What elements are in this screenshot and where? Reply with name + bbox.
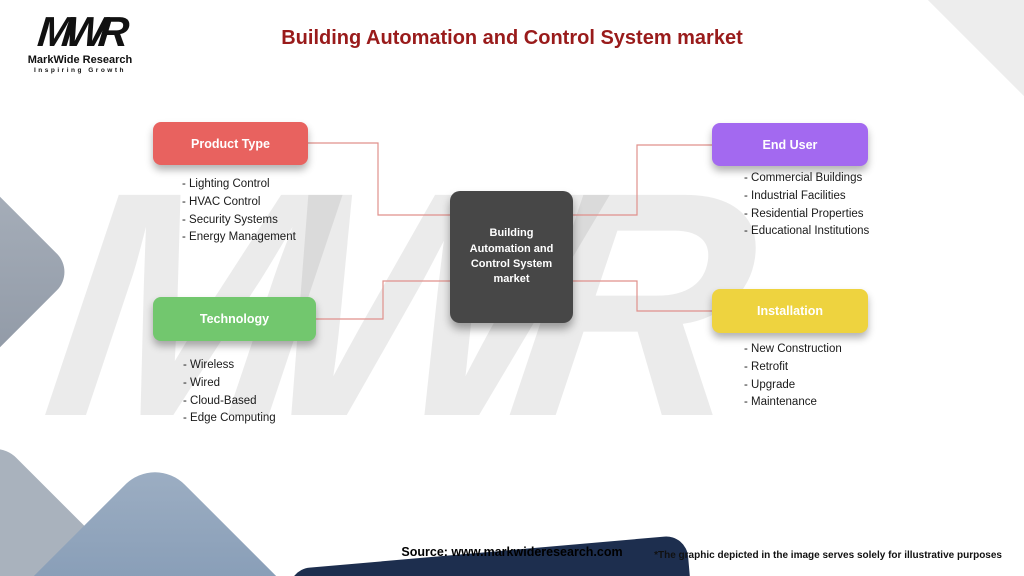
list-item: - Upgrade xyxy=(744,378,796,391)
branch-node-technology: Technology xyxy=(153,297,316,341)
branch-list-product-type: - Lighting Control - HVAC Control - Secu… xyxy=(182,176,296,247)
branch-node-product-type: Product Type xyxy=(153,122,308,165)
list-item: - Edge Computing xyxy=(183,412,276,425)
connector-installation xyxy=(573,280,712,312)
list-item: - Security Systems xyxy=(182,213,278,226)
connector-technology xyxy=(316,280,450,320)
connector-end-user xyxy=(573,144,712,216)
list-item: - Wireless xyxy=(183,359,235,371)
center-node: Building Automation and Control System m… xyxy=(450,191,573,323)
list-item: - Industrial Facilities xyxy=(744,189,846,202)
branch-list-technology: - Wireless - Wired - Cloud-Based - Edge … xyxy=(183,357,276,428)
branch-node-installation: Installation xyxy=(712,289,868,333)
list-item: - Wired xyxy=(183,376,221,389)
source-text: Source: www.markwideresearch.com xyxy=(401,545,623,559)
list-item: - HVAC Control xyxy=(182,195,261,208)
list-item: - Residential Properties xyxy=(744,207,864,220)
logo-tagline: Inspiring Growth xyxy=(34,66,126,74)
branch-node-end-user: End User xyxy=(712,123,868,166)
page-title: Building Automation and Control System m… xyxy=(281,27,743,49)
connector-product-type xyxy=(308,142,450,216)
list-item: - Commercial Buildings xyxy=(744,172,863,184)
list-item: - Maintenance xyxy=(744,396,817,409)
list-item: - New Construction xyxy=(744,343,842,355)
branch-list-end-user: - Commercial Buildings - Industrial Faci… xyxy=(744,170,869,241)
markwide-research-logo: MWR MarkWide Research Inspiring Growth xyxy=(20,8,140,74)
list-item: - Educational Institutions xyxy=(744,225,870,238)
branch-list-installation: - New Construction - Retrofit - Upgrade … xyxy=(744,341,842,412)
list-item: - Energy Management xyxy=(182,231,296,244)
logo-name: MarkWide Research xyxy=(27,53,133,66)
list-item: - Cloud-Based xyxy=(183,394,257,407)
disclaimer-text: *The graphic depicted in the image serve… xyxy=(654,550,1002,561)
list-item: - Retrofit xyxy=(744,360,789,373)
list-item: - Lighting Control xyxy=(182,178,270,190)
